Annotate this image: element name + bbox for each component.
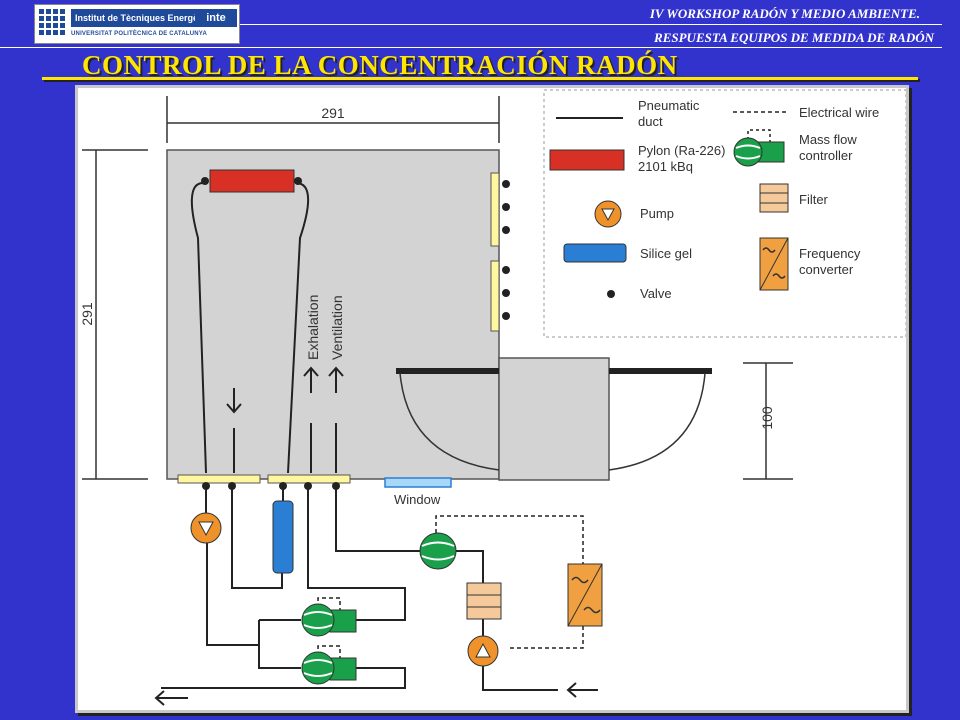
window-label: Window (394, 492, 441, 507)
legend-pylon-1: Pylon (Ra-226) (638, 143, 725, 158)
dimension-lines (82, 96, 793, 480)
electrical-wires (317, 515, 584, 660)
frequency-converter-main (567, 563, 603, 627)
radon-control-diagram: 291 291 100 (79, 89, 906, 706)
pylon-source (209, 169, 295, 193)
valve-dot (294, 177, 302, 185)
title-underline (42, 77, 918, 80)
legend-electrical: Electrical wire (799, 105, 879, 120)
valve-plate-lower (490, 260, 500, 332)
header-divider (240, 24, 942, 25)
institute-logo: Institut de Tècniques Energètiques inte … (34, 4, 240, 44)
pump-triangle-icon (475, 642, 491, 658)
legend-pneumatic-1: Pneumatic (638, 98, 700, 113)
workshop-title: IV WORKSHOP RADÓN Y MEDIO AMBIENTE. (649, 6, 920, 21)
mass-flow-controller-1 (301, 603, 357, 637)
bottom-valves (202, 482, 340, 490)
internal-ducts (233, 423, 337, 473)
mass-flow-controller-3 (419, 532, 457, 570)
pylon-duct-right (287, 182, 310, 474)
legend-pneumatic-2: duct (638, 114, 663, 129)
legend-freq-1: Frequency (799, 246, 861, 261)
header-divider-lower (0, 47, 942, 48)
legend-valve: Valve (640, 286, 672, 301)
legend-filter: Filter (799, 192, 829, 207)
valve-swatch-icon (607, 290, 615, 298)
pylon-swatch (549, 149, 625, 171)
diagram-panel: 291 291 100 (75, 85, 909, 713)
valve-plate-upper (490, 172, 500, 247)
bowl-left (399, 372, 500, 471)
chamber (166, 149, 500, 480)
logo-university: UNIVERSITAT POLITÈCNICA DE CATALUNYA (71, 31, 207, 37)
valve-plate-bottom-right (267, 474, 351, 484)
silice-gel-column (272, 500, 294, 574)
filter-swatch-icon (759, 183, 789, 213)
legend-silice: Silice gel (640, 246, 692, 261)
mass-flow-swatch-icon (733, 129, 785, 167)
valve-plate-bottom-left (177, 474, 261, 484)
pylon-duct-left (190, 182, 207, 474)
legend-massflow-1: Mass flow (799, 132, 857, 147)
valve-dot (201, 177, 209, 185)
silice-swatch (563, 243, 627, 263)
filter-main (466, 582, 502, 620)
logo-brand: inte (195, 9, 237, 27)
pump-triangle-icon (198, 521, 214, 537)
legend-massflow-2: controller (799, 148, 853, 163)
page-title: CONTROL DE LA CONCENTRACIÓN RADÓN (82, 50, 678, 80)
dimension-small-label: 100 (759, 406, 775, 430)
logo-institute-name: Institut de Tècniques Energètiques (71, 9, 221, 27)
workshop-subtitle: RESPUESTA EQUIPOS DE MEDIDA DE RADÓN (654, 30, 934, 45)
frequency-converter-swatch-icon (759, 237, 789, 291)
legend-freq-2: converter (799, 262, 854, 277)
bowl-right (608, 372, 706, 471)
side-chamber (498, 357, 610, 481)
dimension-width-label: 291 (321, 105, 345, 121)
logo-grid-icon (39, 9, 65, 35)
legend-pylon-2: 2101 kBq (638, 159, 693, 174)
window (384, 477, 452, 488)
external-ducts (161, 485, 558, 691)
pump-swatch-triangle-icon (601, 208, 615, 222)
mass-flow-controller-2 (301, 651, 357, 685)
dimension-height-label: 291 (79, 302, 95, 326)
flow-arrows (226, 366, 344, 414)
right-valves (502, 180, 510, 320)
exhalation-label: Exhalation (305, 295, 321, 360)
legend-pump: Pump (640, 206, 674, 221)
ventilation-label: Ventilation (329, 295, 345, 360)
outlet-arrows (154, 682, 598, 706)
